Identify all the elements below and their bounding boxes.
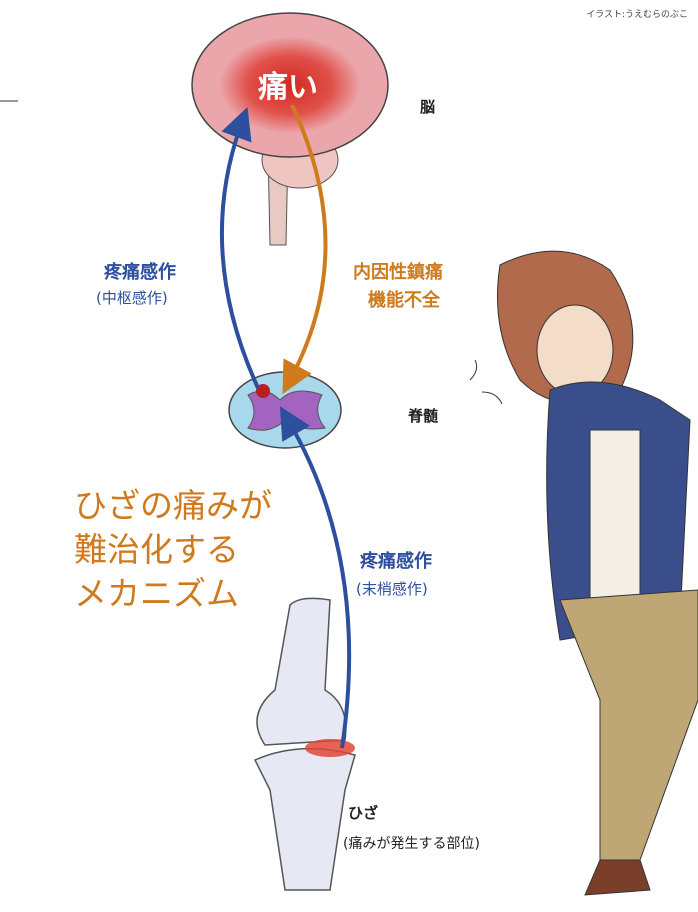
peripheral-sensitization-sub: (末梢感作): [356, 580, 428, 598]
spinal-cord-icon: [228, 371, 342, 449]
woman-in-pain-illustration: [469, 250, 698, 896]
headline-line2: 難治化する: [74, 530, 239, 569]
pain-label: 痛い: [258, 70, 318, 105]
brain-label: 脳: [420, 98, 436, 116]
spinal-cord-label: 脊髄: [408, 407, 439, 425]
peripheral-sensitization-arrow: [279, 406, 352, 749]
central-sensitization-title: 疼痛感作: [104, 262, 176, 283]
descending-line1: 内因性鎮痛: [353, 262, 443, 283]
descending-inhibition-arrow: [282, 104, 328, 395]
headline-line1: ひざの痛みが: [74, 486, 272, 525]
illustration-credit: イラスト:うえむらのぶこ: [586, 10, 688, 20]
descending-line2: 機能不全: [368, 290, 440, 311]
knee-label: ひざ: [348, 804, 379, 822]
central-sensitization-arrow: [219, 106, 260, 389]
central-sensitization-sub: (中枢感作): [96, 289, 168, 307]
peripheral-sensitization-title: 疼痛感作: [360, 551, 432, 572]
knee-icon: [253, 597, 356, 891]
headline-line3: メカニズム: [74, 574, 239, 613]
knee-sub: (痛みが発生する部位): [343, 836, 480, 852]
